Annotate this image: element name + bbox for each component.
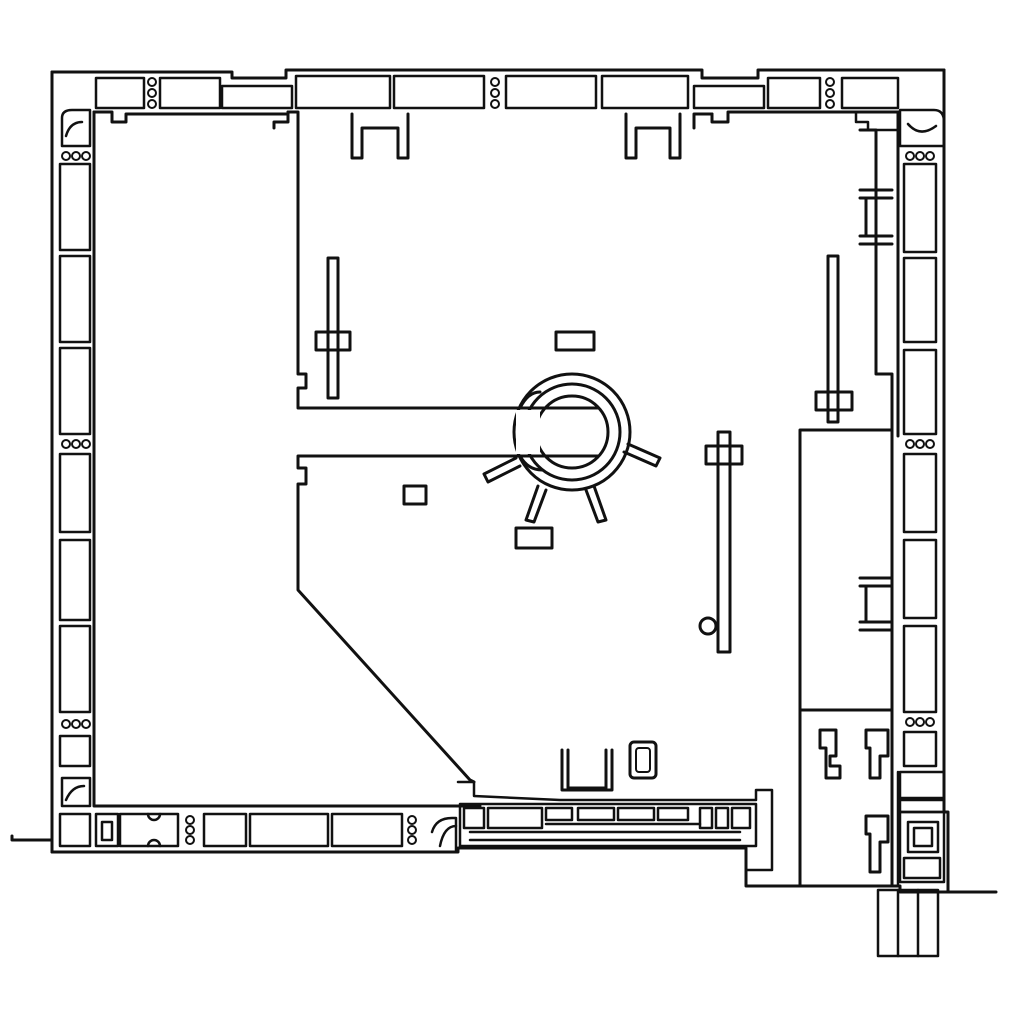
frame-left-corner-detail	[60, 108, 92, 808]
hub-outer-ring	[512, 372, 632, 492]
gasket-slot-inner	[635, 747, 651, 773]
frame-bottom-chambers	[94, 812, 404, 848]
frame-right-outer-edge	[942, 68, 998, 894]
hub-spokes	[482, 442, 662, 524]
side-panel-upper	[798, 428, 894, 712]
threshold-assembly	[430, 780, 774, 872]
sash-right-edge	[858, 128, 894, 432]
top-chamber	[220, 84, 294, 110]
threshold-clip	[560, 748, 614, 792]
sash-upper-leaf	[286, 110, 522, 410]
frame-right-chambers	[902, 162, 938, 768]
top-chamber	[504, 74, 598, 110]
inner-sash-outline	[272, 110, 894, 784]
top-hinges	[350, 112, 682, 160]
top-chamber	[692, 84, 766, 110]
rod-center-pin	[698, 616, 718, 636]
locking-blocks	[402, 330, 596, 550]
frame-left-chambers	[58, 162, 92, 848]
top-chamber	[158, 76, 222, 110]
frame-left-screw-ports	[61, 151, 91, 729]
frame-left-outer-edge	[10, 70, 54, 854]
frame-right-screw-ports	[905, 151, 935, 727]
frame-top-chambers	[94, 74, 900, 110]
top-chamber	[294, 74, 392, 110]
rod-left-guide	[314, 330, 352, 352]
frame-bottom-screw-ports	[185, 815, 417, 845]
frame-right-corner-detail	[854, 108, 946, 148]
keeper-profile	[864, 814, 890, 874]
rod-right	[826, 254, 840, 424]
top-chamber	[766, 76, 822, 110]
side-panel	[798, 428, 894, 888]
corner-post	[876, 770, 946, 958]
top-chamber	[94, 76, 146, 110]
central-hub	[482, 372, 662, 524]
rod-right-guide	[814, 390, 854, 412]
frame-top-outer-edge	[50, 68, 946, 80]
rod-left	[326, 256, 340, 400]
side-panel-lower	[798, 708, 894, 888]
top-chamber	[600, 74, 690, 110]
top-chamber	[840, 76, 900, 110]
hub-arm	[518, 406, 600, 458]
locking-rods	[314, 254, 854, 654]
keeper-profile	[818, 728, 842, 780]
gasket-slot	[628, 740, 658, 780]
keeper-profile	[864, 728, 890, 780]
frame-top-inner-edge	[92, 110, 900, 124]
sash-lower-leaf	[296, 454, 544, 784]
outer-frame	[10, 68, 998, 894]
hinge-bracket	[858, 576, 894, 632]
rod-center-guide	[704, 444, 744, 466]
frame-left-inner-edge	[92, 110, 482, 808]
frame-top-screw-ports	[147, 77, 835, 109]
top-chamber	[392, 74, 486, 110]
rod-center	[716, 430, 732, 654]
